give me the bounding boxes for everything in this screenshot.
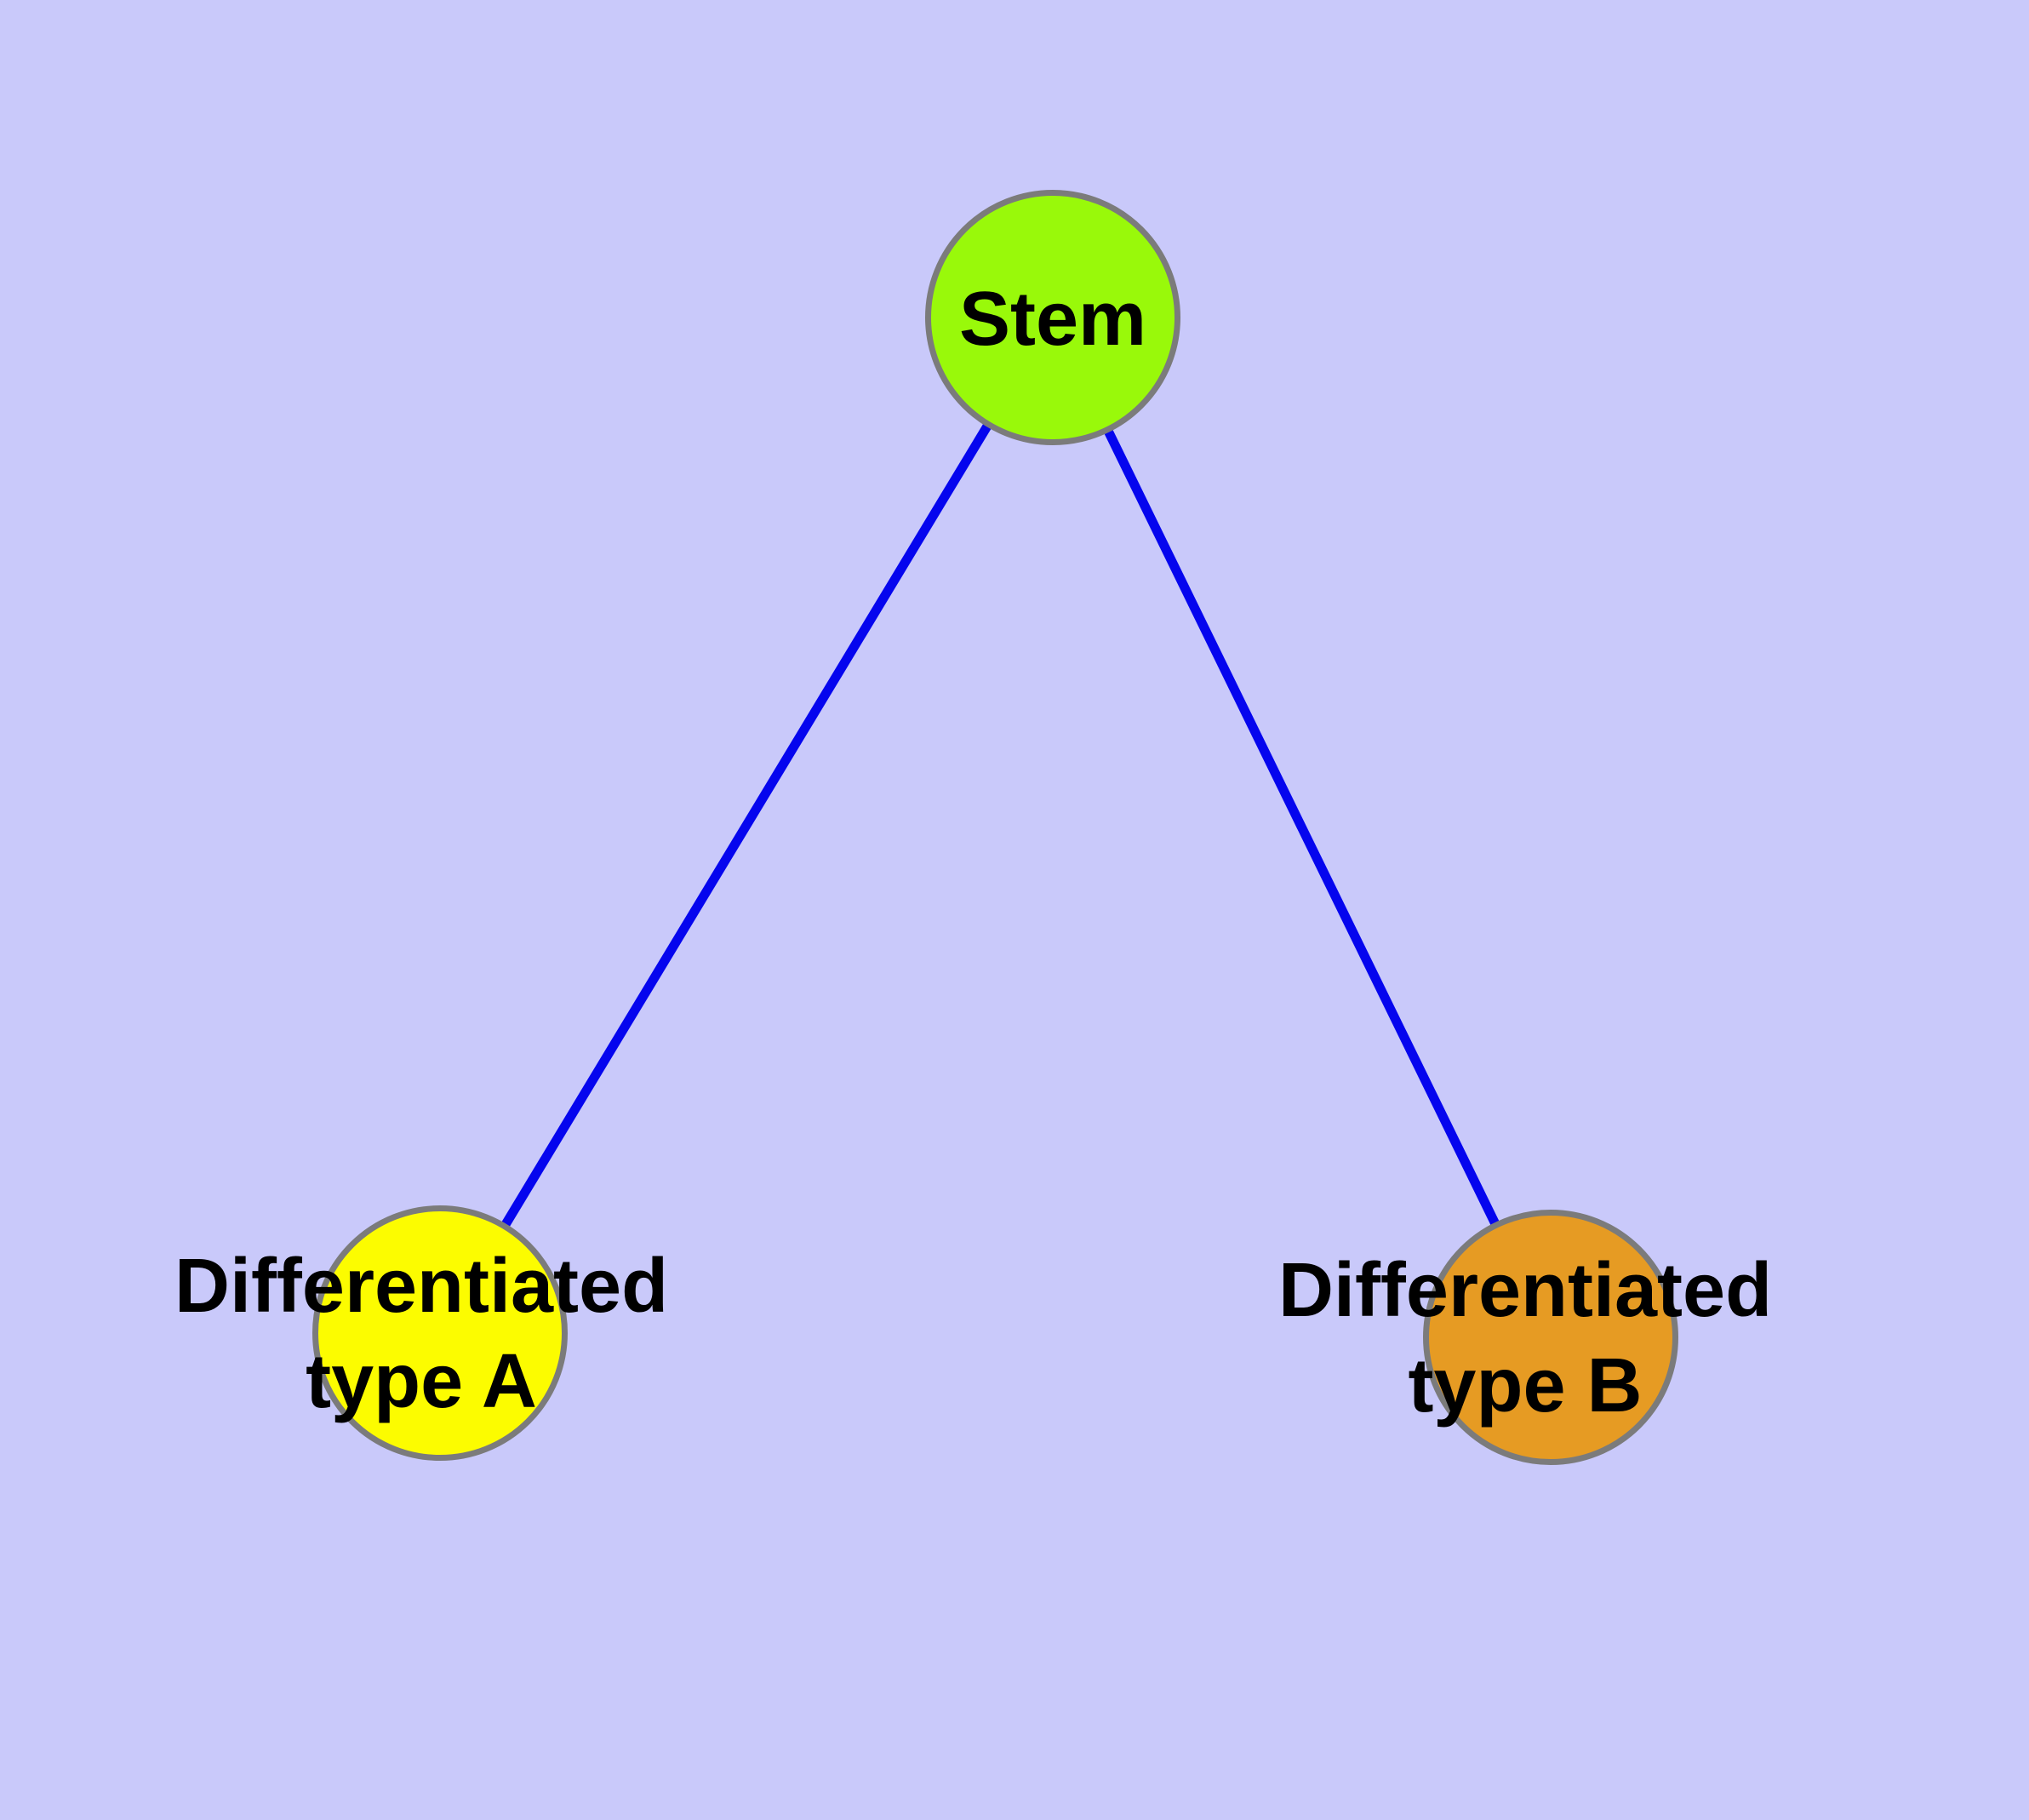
node-stem-label-line: Stem [958,277,1147,362]
node-type-a-label-line-2: type A [306,1339,537,1424]
node-type-b-label-line-2: type B [1408,1343,1643,1428]
node-type-a-label: Differentiated type A [174,1239,668,1429]
node-stem-label: Stem [959,272,1146,367]
node-stem [925,190,1180,445]
edge-stem-to-type-b [1049,315,1555,1340]
node-type-b-label-line-1: Differentiated [1277,1248,1773,1333]
node-type-b-label: Differentiated type B [1278,1243,1772,1434]
node-type-b [1423,1210,1678,1465]
edge-stem-to-type-a [436,315,1057,1336]
node-type-a [312,1205,568,1461]
node-type-a-label-line-1: Differentiated [174,1244,669,1329]
